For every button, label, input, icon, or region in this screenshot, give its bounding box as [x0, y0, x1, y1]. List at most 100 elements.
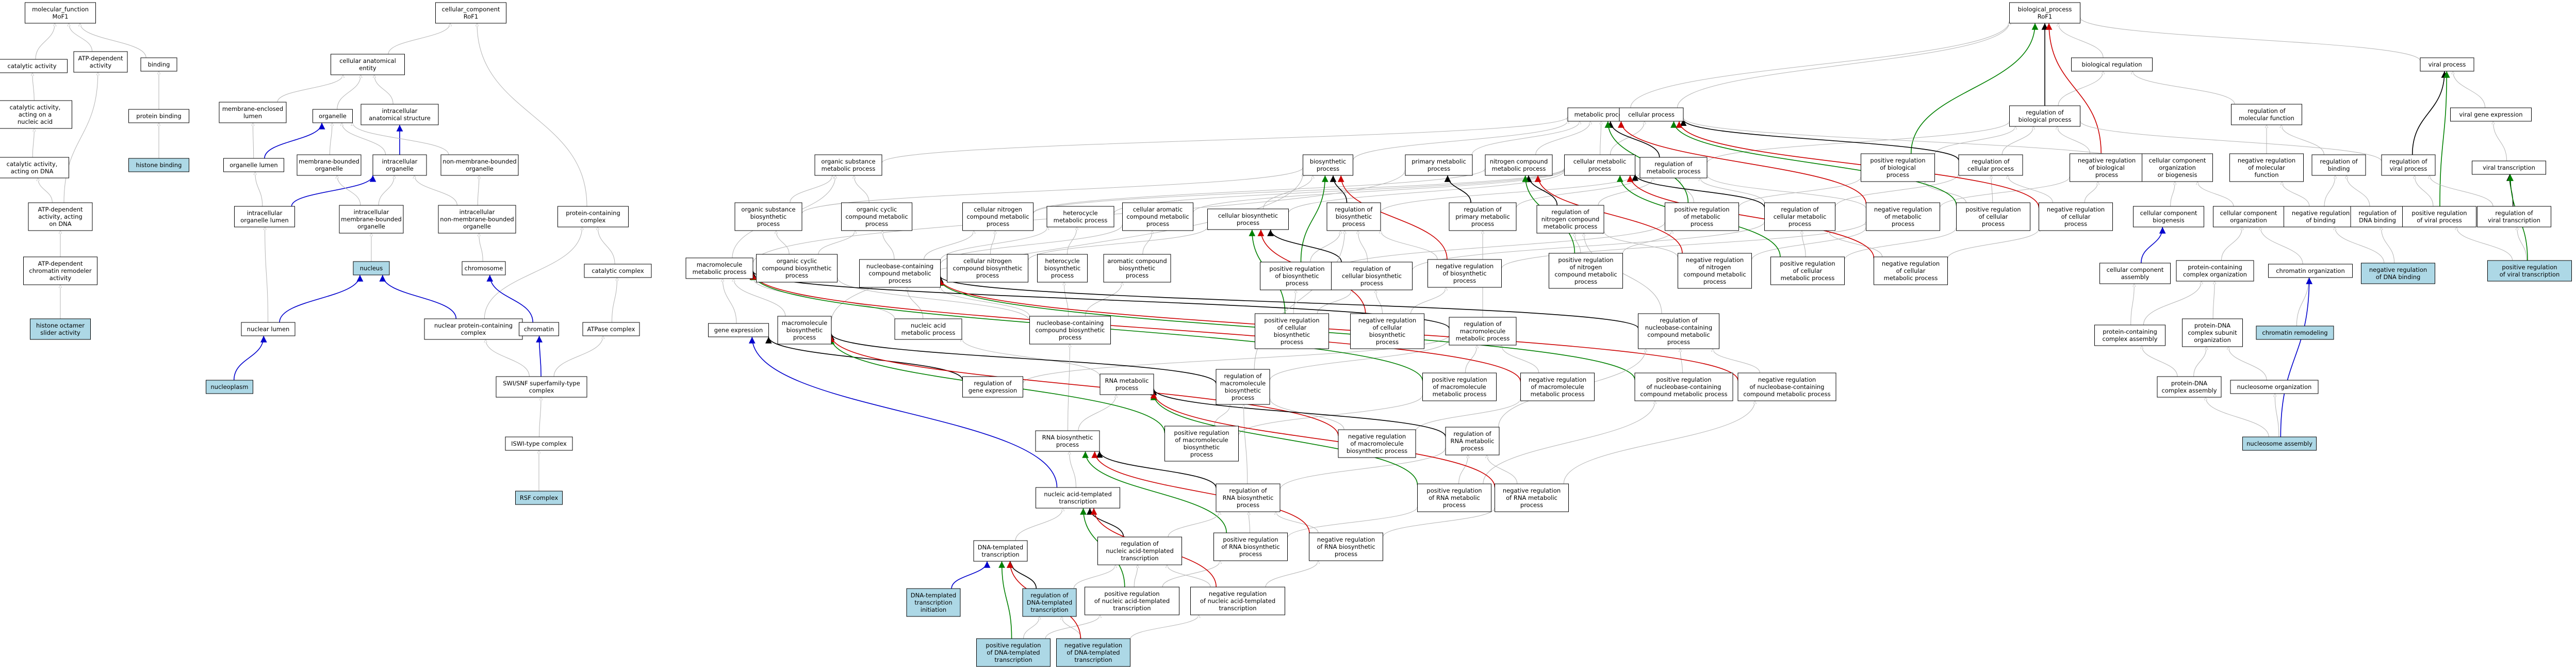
node-protbind[interactable]: protein binding — [128, 109, 189, 123]
node-catcomplex[interactable]: catalytic complex — [584, 264, 652, 278]
node-chromorg[interactable]: chromatin organization — [2268, 264, 2353, 278]
node-geneexp[interactable]: gene expression — [708, 323, 769, 337]
node-regnbcmet[interactable]: regulation ofnucleobase-containingcompou… — [1638, 313, 1719, 349]
node-nuclumen[interactable]: nuclear lumen — [241, 322, 296, 336]
node-catdna[interactable]: catalytic activity,acting on DNA — [0, 157, 69, 178]
node-nucleosomeorg[interactable]: nucleosome organization — [2230, 380, 2319, 394]
node-organelle[interactable]: organelle — [313, 109, 353, 123]
node-chromatin[interactable]: chromatin — [519, 322, 559, 336]
node-rsf[interactable]: RSF complex — [515, 491, 563, 505]
node-nucleus[interactable]: nucleus — [353, 261, 390, 275]
node-chromosome[interactable]: chromosome — [462, 261, 506, 275]
node-iswi[interactable]: ISWI-type complex — [505, 436, 573, 451]
node-cellproc[interactable]: cellular process — [1619, 107, 1684, 122]
node-cat[interactable]: catalytic activity — [0, 59, 68, 73]
node-orglumen[interactable]: organelle lumen — [223, 158, 284, 172]
node-chromremod[interactable]: chromatin remodeling — [2256, 326, 2334, 340]
node-histbind[interactable]: histone binding — [128, 158, 189, 172]
node-viralge[interactable]: viral gene expression — [2450, 107, 2532, 122]
node-bioreg[interactable]: biological regulation — [2071, 57, 2153, 72]
